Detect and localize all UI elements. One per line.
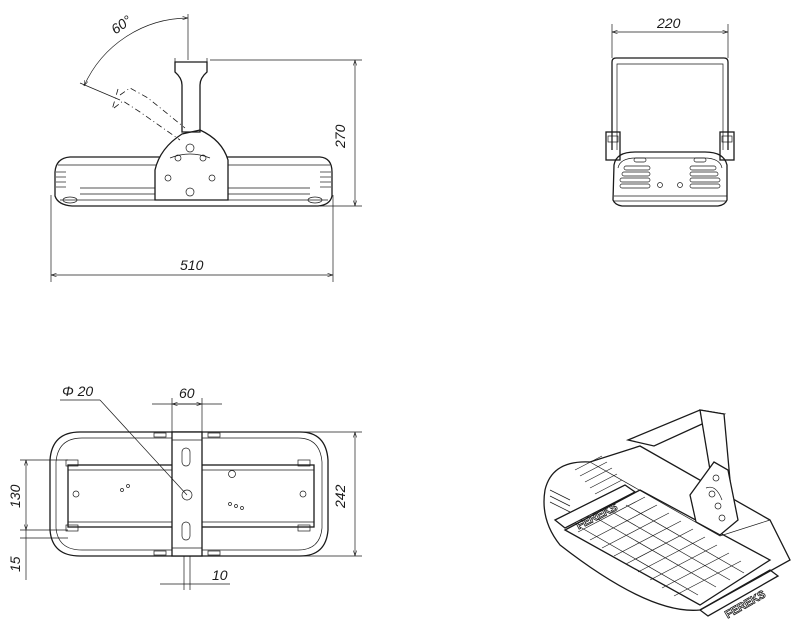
- iso-fins: [549, 455, 623, 513]
- led-grid: [577, 496, 745, 597]
- front-view: 220: [605, 15, 735, 207]
- front-left-vents: [619, 157, 651, 189]
- side-right-fins: [307, 171, 331, 204]
- angle-label: 60°: [108, 12, 135, 37]
- bracket-thickness-label: 10: [212, 567, 228, 583]
- depth-label: 242: [332, 484, 348, 509]
- side-view: 60° 510 270: [50, 12, 362, 282]
- slot-length-label: 130: [7, 484, 23, 508]
- bracket-width-label: 60: [179, 385, 195, 401]
- side-left-fins: [56, 171, 78, 204]
- top-view: Φ 20 60 10 242 130 15: [7, 383, 362, 590]
- front-width-label: 220: [656, 15, 681, 31]
- edge-offset-label: 15: [7, 556, 23, 572]
- hole-diameter-label: Φ 20: [62, 383, 93, 399]
- side-height-label: 270: [332, 124, 348, 149]
- side-width-label: 510: [180, 257, 204, 273]
- isometric-view: FEREKS FEREKS: [543, 409, 791, 622]
- front-right-vents: [689, 157, 721, 189]
